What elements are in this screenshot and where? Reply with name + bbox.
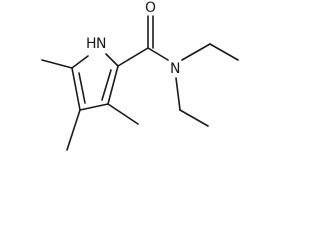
bond-c3-c4: [79, 103, 109, 111]
bond-n-ethyl2-b: [179, 109, 209, 127]
bond-c2-c3: [107, 65, 119, 105]
atom-labels: H N N O: [86, 0, 180, 77]
bond-n-ethyl1-a: [181, 43, 211, 61]
bonds: [41, 15, 239, 151]
bond-carbonyl-n: [147, 47, 169, 61]
bond-c2-c3-inner: [101, 69, 112, 101]
bond-c4-c5: [71, 67, 81, 111]
bond-n-ethyl1-b: [209, 43, 239, 61]
bond-n1-c2: [105, 53, 119, 67]
label-h: H: [86, 36, 97, 52]
bond-c4-methyl: [66, 109, 81, 151]
bond-c2-carbonyl: [117, 47, 149, 67]
bond-c3-methyl: [107, 103, 139, 125]
bond-c5-n1: [71, 55, 89, 69]
bond-n-ethyl2-a: [175, 77, 181, 111]
bond-c4-c5-inner: [78, 72, 86, 104]
label-o: O: [145, 0, 156, 16]
bond-c5-methyl: [41, 59, 73, 69]
label-n-ring: N: [96, 36, 106, 52]
molecule-svg: H N N O: [41, 0, 239, 151]
structure-diagram: H N N O: [41, 0, 239, 151]
label-n-amide: N: [170, 61, 180, 77]
